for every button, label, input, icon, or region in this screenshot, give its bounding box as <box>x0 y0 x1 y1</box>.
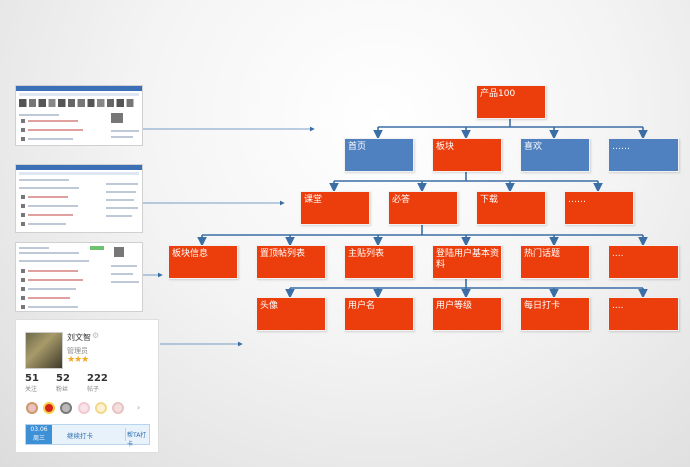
checkin-date-weekday: 周三 <box>32 435 45 442</box>
stat-posts-label: 帖子 <box>87 386 100 393</box>
node-more-1: …… <box>608 138 679 172</box>
user-profile-card: 刘文智 ⚙ 管理员 ★★★ 51 关注 52 粉丝 222 帖子 › 03.06… <box>15 319 159 453</box>
stat-followers-count: 52 <box>56 373 70 384</box>
section-page-thumbnail <box>15 164 143 233</box>
checkin-date-day: 03.06 <box>30 426 48 433</box>
avatar <box>25 332 63 369</box>
node-username: 用户名 <box>344 297 414 331</box>
node-root: 产品100 <box>476 85 546 119</box>
stat-posts-count: 222 <box>87 373 108 384</box>
node-download: 下载 <box>476 191 546 225</box>
badge-icon[interactable] <box>112 402 124 414</box>
profile-role: 管理员 <box>67 347 88 355</box>
node-avatar: 头像 <box>256 297 326 331</box>
help-checkin-link[interactable]: 帮TA打卡 <box>127 432 147 448</box>
node-classroom: 课堂 <box>300 191 370 225</box>
node-daily-checkin: 每日打卡 <box>520 297 590 331</box>
node-more-3: .... <box>608 245 679 279</box>
node-section: 板块 <box>432 138 502 172</box>
homepage-thumbnail <box>15 85 143 146</box>
node-user-level: 用户等级 <box>432 297 502 331</box>
node-more-4: .... <box>608 297 679 331</box>
node-topic-list: 主贴列表 <box>344 245 414 279</box>
stat-posts[interactable]: 222 帖子 <box>87 373 108 394</box>
stat-following-label: 关注 <box>25 386 38 393</box>
node-login-info: 登陆用户基本资料 <box>432 245 502 279</box>
checkin-bar: 03.06 周三 继续打卡 帮TA打卡 <box>25 424 150 448</box>
node-more-2: …… <box>564 191 634 225</box>
badge-icon[interactable] <box>26 402 38 414</box>
stat-following-count: 51 <box>25 373 39 384</box>
node-required: 必答 <box>388 191 458 225</box>
chevron-right-icon[interactable]: › <box>137 403 141 412</box>
node-section-info: 板块信息 <box>168 245 238 279</box>
checkin-date: 03.06 周三 <box>26 425 52 444</box>
continue-checkin-button[interactable]: 继续打卡 <box>67 432 93 440</box>
node-hot-topics: 热门话题 <box>520 245 590 279</box>
node-like: 喜欢 <box>520 138 590 172</box>
node-pinned-list: 置顶帖列表 <box>256 245 326 279</box>
profile-username: 刘文智 <box>67 333 91 342</box>
badge-icon[interactable] <box>95 402 107 414</box>
badge-icon[interactable] <box>78 402 90 414</box>
badge-icon[interactable] <box>60 402 72 414</box>
user-level-stars: ★★★ <box>67 355 89 365</box>
node-home: 首页 <box>344 138 414 172</box>
stat-followers-label: 粉丝 <box>56 386 69 393</box>
topic-page-thumbnail <box>15 242 143 312</box>
badge-icon[interactable] <box>43 402 55 414</box>
gear-icon[interactable]: ⚙ <box>92 331 100 340</box>
stat-following[interactable]: 51 关注 <box>25 373 39 394</box>
stat-followers[interactable]: 52 粉丝 <box>56 373 70 394</box>
